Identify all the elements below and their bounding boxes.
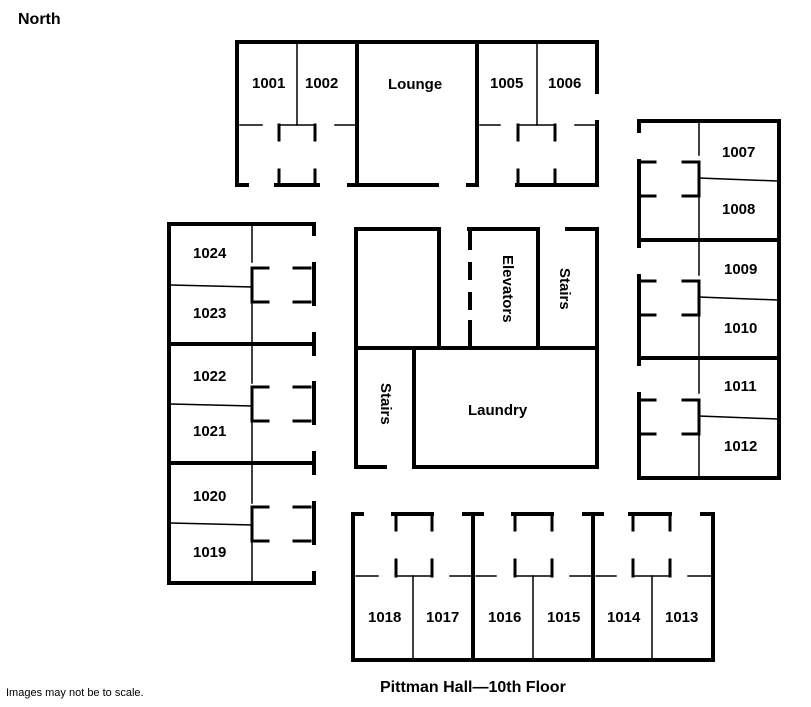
room-1002-label: 1002 — [305, 75, 339, 92]
wall-east-column — [637, 119, 781, 480]
inner-lines-west — [170, 225, 253, 582]
lounge-label: Lounge — [388, 76, 443, 93]
room-1020-label: 1020 — [193, 488, 227, 505]
room-1001-label: 1001 — [252, 75, 286, 92]
room-1016-label: 1016 — [488, 609, 522, 626]
room-1019-label: 1019 — [193, 544, 227, 561]
room-1023-label: 1023 — [193, 305, 227, 322]
room-1012-label: 1012 — [724, 438, 758, 455]
laundry-label: Laundry — [468, 402, 528, 419]
inner-lines-1001-1002 — [239, 43, 356, 126]
room-1015-label: 1015 — [547, 609, 581, 626]
room-1011-label: 1011 — [724, 378, 757, 395]
inner-lines-1005-1006 — [479, 43, 596, 126]
wall-central-core — [354, 227, 599, 469]
room-1006-label: 1006 — [548, 75, 582, 92]
closet-1001-1002 — [277, 123, 317, 187]
closet-1005-1006 — [516, 123, 557, 187]
room-1017-label: 1017 — [426, 609, 460, 626]
room-1018-label: 1018 — [368, 609, 402, 626]
floor-caption: Pittman Hall—10th Floor — [380, 679, 566, 696]
wall-north-suite-1005-1006 — [475, 40, 599, 187]
wall-south-block — [351, 512, 715, 662]
closets-east — [639, 160, 701, 436]
stairs-east-label: Stairs — [556, 268, 573, 310]
closets-west — [250, 266, 312, 543]
room-1021-label: 1021 — [193, 423, 227, 440]
room-1013-label: 1013 — [665, 609, 699, 626]
inner-lines-east — [698, 122, 778, 477]
elevators-label: Elevators — [499, 255, 516, 323]
room-1014-label: 1014 — [607, 609, 641, 626]
room-1022-label: 1022 — [193, 368, 227, 385]
room-1024-label: 1024 — [193, 245, 227, 262]
room-1010-label: 1010 — [724, 320, 758, 337]
stairs-west-label: Stairs — [377, 383, 394, 425]
wall-north-suite-1001-1002 — [235, 40, 359, 187]
inner-lines-south — [355, 575, 712, 659]
room-1005-label: 1005 — [490, 75, 524, 92]
north-label: North — [18, 11, 61, 28]
wall-lounge — [355, 40, 479, 187]
room-1008-label: 1008 — [722, 201, 756, 218]
wall-west-column — [167, 222, 316, 585]
room-1009-label: 1009 — [724, 261, 758, 278]
scale-disclaimer: Images may not be to scale. — [6, 687, 144, 699]
room-1007-label: 1007 — [722, 144, 756, 161]
closets-south — [394, 512, 672, 578]
